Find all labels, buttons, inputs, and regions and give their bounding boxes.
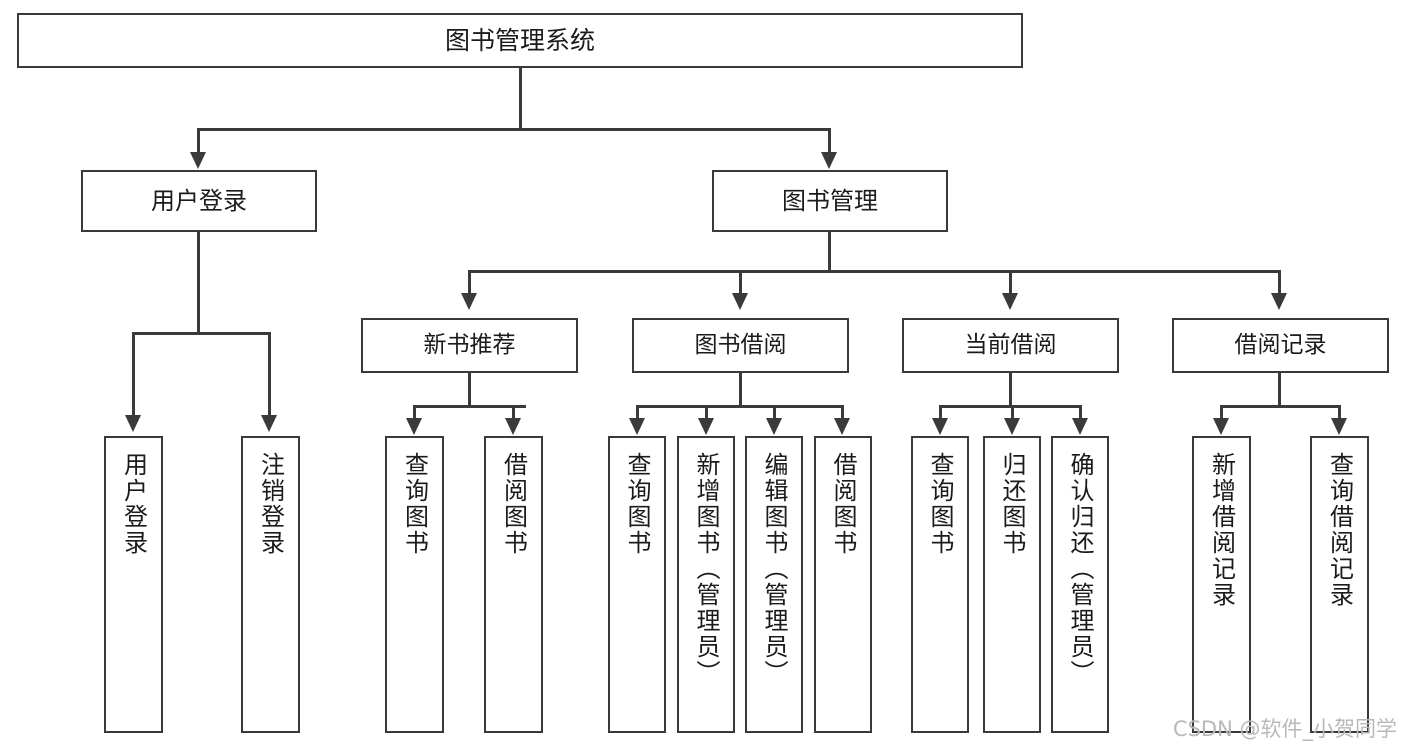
leaf-label: 编辑图书（管理员）	[760, 452, 788, 686]
connector-borrow-record-stem	[1278, 373, 1281, 407]
connector-level2-bus	[468, 270, 1281, 273]
connector-drop-new-book	[468, 270, 471, 295]
connector-book-manage-stem	[828, 232, 831, 272]
connector-current-borrow-stem	[1009, 373, 1012, 407]
connector-drop-leaf-borrow-book-2	[841, 405, 844, 420]
connector-drop-leaf-query-book-3	[939, 405, 942, 420]
node-book-management[interactable]: 图书管理	[712, 170, 948, 232]
connector-drop-leaf-borrow-book-1	[512, 405, 515, 420]
node-root-system[interactable]: 图书管理系统	[17, 13, 1023, 68]
arrowhead-leaf-user-login	[125, 415, 141, 432]
arrowhead-leaf-logout	[261, 415, 277, 432]
leaf-query-book-borrow[interactable]: 查询图书	[608, 436, 666, 733]
connector-user-login-stem	[197, 232, 200, 334]
leaf-edit-book-admin[interactable]: 编辑图书（管理员）	[745, 436, 803, 733]
leaf-label: 借阅图书	[499, 452, 528, 556]
connector-drop-leaf-query-book-1	[413, 405, 416, 420]
arrowhead-leaf-query-record	[1331, 418, 1347, 435]
leaf-confirm-return-admin[interactable]: 确认归还（管理员）	[1051, 436, 1109, 733]
connector-drop-leaf-edit-book	[773, 405, 776, 420]
leaf-borrow-book-recommend[interactable]: 借阅图书	[484, 436, 543, 733]
node-borrow-record[interactable]: 借阅记录	[1172, 318, 1389, 373]
node-user-login[interactable]: 用户登录	[81, 170, 317, 232]
arrowhead-leaf-borrow-book-2	[834, 418, 850, 435]
leaf-logout[interactable]: 注销登录	[241, 436, 300, 733]
node-label: 当前借阅	[964, 331, 1057, 358]
node-book-borrow[interactable]: 图书借阅	[632, 318, 849, 373]
leaf-label: 归还图书	[998, 452, 1026, 556]
arrowhead-leaf-return-book	[1004, 418, 1020, 435]
connector-drop-leaf-return-book	[1011, 405, 1014, 420]
leaf-label: 用户登录	[119, 452, 148, 556]
leaf-label: 确认归还（管理员）	[1066, 452, 1094, 686]
node-label: 借阅记录	[1234, 331, 1327, 358]
node-label: 用户登录	[151, 186, 247, 215]
leaf-label: 注销登录	[256, 452, 285, 556]
leaf-query-borrow-record[interactable]: 查询借阅记录	[1310, 436, 1369, 733]
leaf-return-book[interactable]: 归还图书	[983, 436, 1041, 733]
leaf-label: 查询图书	[623, 452, 651, 556]
connector-book-borrow-stem	[739, 373, 742, 407]
arrowhead-leaf-borrow-book-1	[505, 418, 521, 435]
connector-drop-leaf-logout	[268, 332, 271, 417]
connector-drop-leaf-user-login	[132, 332, 135, 417]
leaf-label: 借阅图书	[829, 452, 857, 556]
connector-drop-borrow-record	[1278, 270, 1281, 295]
arrowhead-current-borrow	[1002, 293, 1018, 310]
arrowhead-leaf-query-book-3	[932, 418, 948, 435]
connector-drop-user-login	[197, 128, 200, 153]
connector-drop-current-borrow	[1009, 270, 1012, 295]
leaf-label: 新增借阅记录	[1207, 452, 1236, 608]
leaf-label: 新增图书（管理员）	[692, 452, 720, 686]
leaf-add-book-admin[interactable]: 新增图书（管理员）	[677, 436, 735, 733]
connector-user-login-bus	[132, 332, 270, 335]
connector-drop-book-manage	[828, 128, 831, 153]
leaf-label: 查询图书	[400, 452, 429, 556]
csdn-watermark: CSDN @软件_小贺同学	[1172, 717, 1397, 741]
node-label: 新书推荐	[423, 331, 516, 358]
connector-current-borrow-bus	[939, 405, 1081, 408]
arrowhead-user-login	[190, 152, 206, 169]
connector-borrow-record-bus	[1220, 405, 1340, 408]
arrowhead-leaf-add-book	[698, 418, 714, 435]
connector-new-book-bus	[413, 405, 526, 408]
node-current-borrow[interactable]: 当前借阅	[902, 318, 1119, 373]
arrowhead-leaf-add-record	[1213, 418, 1229, 435]
leaf-label: 查询图书	[926, 452, 954, 556]
leaf-label: 查询借阅记录	[1325, 452, 1354, 608]
leaf-query-book-recommend[interactable]: 查询图书	[385, 436, 444, 733]
connector-drop-leaf-add-record	[1220, 405, 1223, 420]
leaf-borrow-book[interactable]: 借阅图书	[814, 436, 872, 733]
node-label: 图书管理	[782, 186, 878, 215]
connector-drop-book-borrow	[739, 270, 742, 295]
node-label: 图书借阅	[694, 331, 787, 358]
arrowhead-book-manage	[821, 152, 837, 169]
leaf-user-login[interactable]: 用户登录	[104, 436, 163, 733]
connector-new-book-stem	[468, 373, 471, 407]
connector-level1-bus	[197, 128, 831, 131]
arrowhead-new-book	[461, 293, 477, 310]
node-label: 图书管理系统	[444, 25, 595, 55]
connector-drop-leaf-query-book-2	[636, 405, 639, 420]
node-new-book-recommend[interactable]: 新书推荐	[361, 318, 578, 373]
leaf-add-borrow-record[interactable]: 新增借阅记录	[1192, 436, 1251, 733]
arrowhead-borrow-record	[1271, 293, 1287, 310]
connector-book-borrow-bus	[636, 405, 844, 408]
arrowhead-leaf-edit-book	[766, 418, 782, 435]
connector-drop-leaf-add-book	[705, 405, 708, 420]
arrowhead-leaf-query-book-2	[629, 418, 645, 435]
arrowhead-leaf-query-book-1	[406, 418, 422, 435]
leaf-query-book-current[interactable]: 查询图书	[911, 436, 969, 733]
connector-drop-leaf-confirm-return	[1079, 405, 1082, 420]
connector-drop-leaf-query-record	[1338, 405, 1341, 420]
connector-root-stem	[519, 68, 522, 130]
arrowhead-book-borrow	[732, 293, 748, 310]
arrowhead-leaf-confirm-return	[1072, 418, 1088, 435]
